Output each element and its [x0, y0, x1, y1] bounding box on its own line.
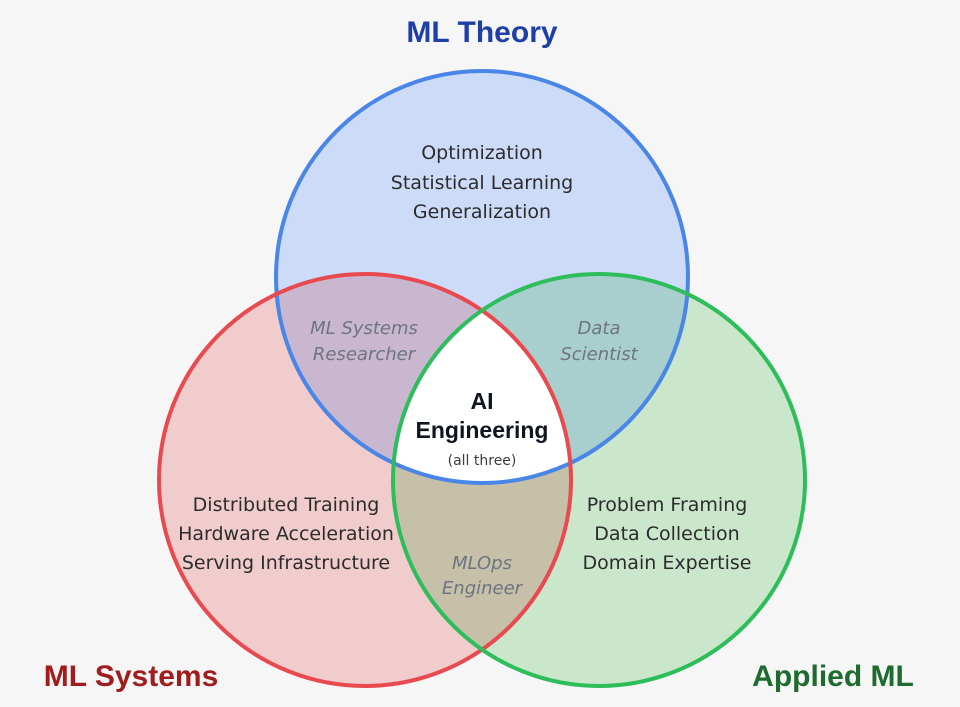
ml-systems-outline: [157, 272, 573, 688]
center-title-line2: Engineering: [416, 417, 549, 443]
theory-item: Statistical Learning: [391, 172, 573, 194]
applied-item: Data Collection: [594, 523, 739, 545]
applied-item: Domain Expertise: [583, 552, 752, 574]
systems-item: Hardware Acceleration: [178, 523, 394, 545]
theory-item: Optimization: [421, 142, 543, 164]
role-data-scientist: Scientist: [560, 344, 638, 365]
role-mlops-engineer: MLOps: [452, 553, 512, 574]
role-ml-systems-researcher: ML Systems: [310, 318, 418, 339]
ml-systems-title: ML Systems: [44, 660, 219, 693]
applied-ml-title: Applied ML: [752, 660, 914, 693]
center-subtitle: (all three): [448, 453, 517, 469]
ml-theory-title: ML Theory: [406, 16, 557, 49]
systems-item: Serving Infrastructure: [182, 552, 390, 574]
applied-ml-outline: [391, 272, 807, 688]
theory-item: Generalization: [413, 201, 551, 223]
role-ml-systems-researcher: Researcher: [313, 344, 417, 365]
applied-item: Problem Framing: [587, 494, 748, 516]
role-mlops-engineer: Engineer: [442, 578, 524, 599]
role-data-scientist: Data: [578, 318, 621, 339]
center-title-line1: AI: [471, 388, 494, 414]
ai-engineering-region: [393, 274, 571, 483]
systems-item: Distributed Training: [193, 494, 380, 516]
ml-theory-outline: [274, 69, 690, 485]
